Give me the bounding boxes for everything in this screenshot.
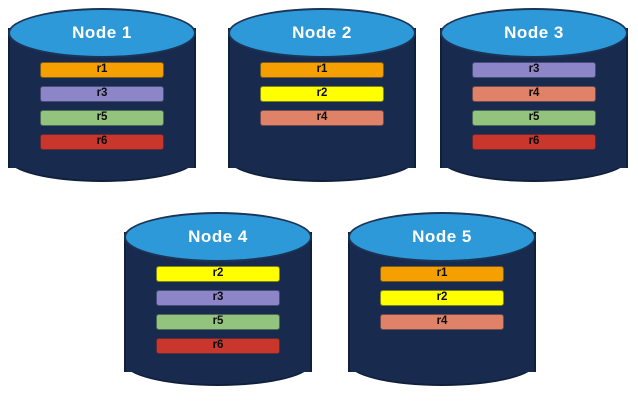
node-title: Node 2 [292, 22, 352, 42]
replica-label: r3 [212, 291, 224, 304]
replica-label: r2 [436, 291, 448, 304]
replica-bar[interactable]: r3 [472, 62, 596, 78]
cylinder-top-ellipse: Node 3 [440, 8, 628, 58]
replica-bar[interactable]: r4 [472, 86, 596, 102]
replica-bar[interactable]: r1 [40, 62, 164, 78]
replica-label: r4 [528, 87, 540, 100]
replica-bar[interactable]: r4 [260, 110, 384, 126]
replica-label: r5 [528, 111, 540, 124]
cylinder-top-ellipse: Node 1 [8, 8, 196, 58]
replica-label: r1 [316, 63, 328, 76]
replica-label: r3 [96, 87, 108, 100]
replica-bar[interactable]: r5 [472, 110, 596, 126]
replica-bar[interactable]: r2 [260, 86, 384, 102]
replica-list: r2 r3 r5 r6 [124, 266, 312, 362]
replica-label: r5 [96, 111, 108, 124]
replica-list: r1 r2 r4 [348, 266, 536, 338]
replica-list: r3 r4 r5 r6 [440, 62, 628, 158]
replica-label: r1 [436, 267, 448, 280]
cylinder-top-ellipse: Node 2 [228, 8, 416, 58]
replica-bar[interactable]: r1 [260, 62, 384, 78]
replica-label: r2 [212, 267, 224, 280]
node-title: Node 5 [412, 226, 472, 246]
replica-label: r6 [212, 339, 224, 352]
replica-label: r3 [528, 63, 540, 76]
database-node-5[interactable]: r1 r2 r4 Node 5 [348, 212, 536, 390]
replica-label: r2 [316, 87, 328, 100]
replica-label: r1 [96, 63, 108, 76]
replica-bar[interactable]: r6 [156, 338, 280, 354]
replica-label: r5 [212, 315, 224, 328]
database-node-1[interactable]: r1 r3 r5 r6 Node 1 [8, 8, 196, 186]
replica-bar[interactable]: r2 [156, 266, 280, 282]
replica-bar[interactable]: r5 [156, 314, 280, 330]
database-node-2[interactable]: r1 r2 r4 Node 2 [228, 8, 416, 186]
replica-bar[interactable]: r1 [380, 266, 504, 282]
replica-label: r4 [316, 111, 328, 124]
database-node-3[interactable]: r3 r4 r5 r6 Node 3 [440, 8, 628, 186]
replica-list: r1 r2 r4 [228, 62, 416, 134]
replica-bar[interactable]: r6 [472, 134, 596, 150]
replica-bar[interactable]: r4 [380, 314, 504, 330]
replica-list: r1 r3 r5 r6 [8, 62, 196, 158]
cylinder-top-ellipse: Node 4 [124, 212, 312, 262]
replica-label: r4 [436, 315, 448, 328]
replica-bar[interactable]: r2 [380, 290, 504, 306]
node-title: Node 4 [188, 226, 248, 246]
node-title: Node 1 [72, 22, 132, 42]
replica-bar[interactable]: r6 [40, 134, 164, 150]
cylinder-top-ellipse: Node 5 [348, 212, 536, 262]
replica-bar[interactable]: r3 [156, 290, 280, 306]
replica-label: r6 [528, 135, 540, 148]
replica-label: r6 [96, 135, 108, 148]
replica-bar[interactable]: r5 [40, 110, 164, 126]
database-node-4[interactable]: r2 r3 r5 r6 Node 4 [124, 212, 312, 390]
replica-bar[interactable]: r3 [40, 86, 164, 102]
node-title: Node 3 [504, 22, 564, 42]
